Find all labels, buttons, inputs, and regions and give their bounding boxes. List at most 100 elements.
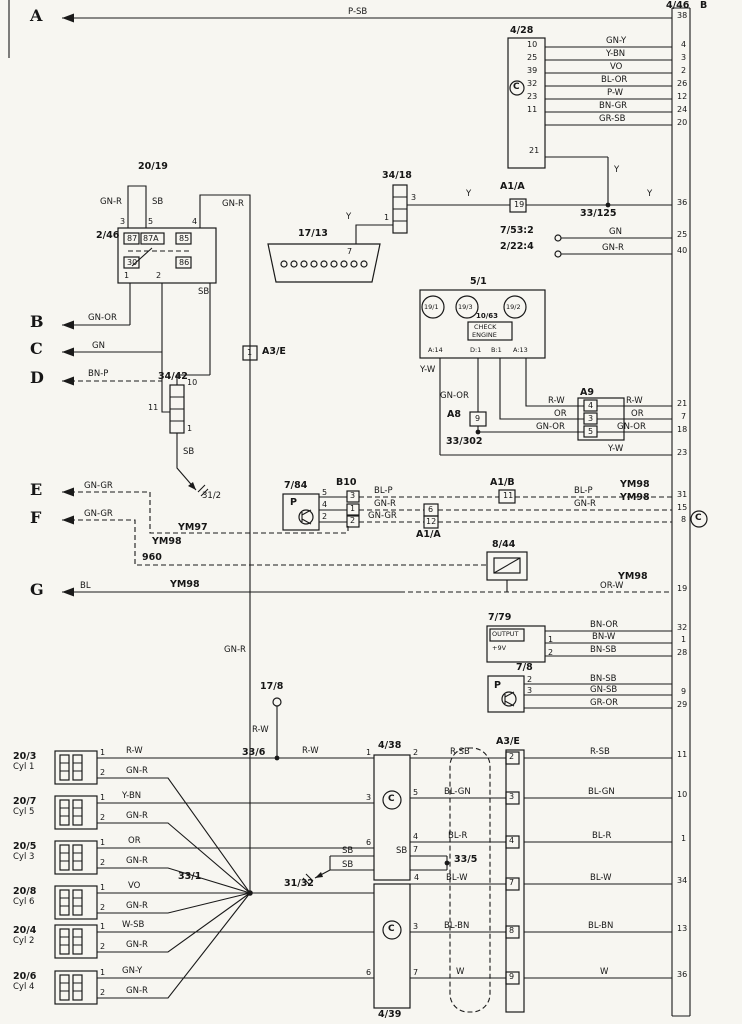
label-11-76: 11 [148,403,159,412]
label-10-63-84: 10/63 [476,312,499,320]
label-vo-189: VO [128,881,141,891]
label-a-13-90: A:13 [513,346,528,354]
label-c-209: C [388,794,395,804]
label-2-150: 2 [548,648,554,657]
label-bl-r-243: BL-R [592,831,612,841]
label-bl-gn-242: BL-GN [588,787,615,797]
component-7-84 [282,493,320,531]
wires-misc [62,496,508,758]
label-25-53: 25 [677,230,688,239]
splice-33-125 [605,202,611,208]
label-4-27: 4 [681,40,687,49]
label-5-214: 5 [413,788,419,797]
label-f-5: F [30,508,42,527]
splice-33-6 [274,755,280,761]
component-4-28 [507,37,546,169]
connector-a9 [577,397,625,441]
label-c-2: C [30,339,43,358]
label-4-224: 4 [414,873,420,882]
label-a1-b-131: A1/B [490,477,515,488]
label-2-29: 2 [681,66,687,75]
label-gn-sb-162: GN-SB [590,685,618,695]
label-19-3-82: 19/3 [458,303,473,311]
label-gn-or-92: GN-OR [440,391,469,401]
label-sb-218: SB [342,860,354,870]
label-30-64: 30 [127,258,138,267]
label-10-248: 10 [677,790,688,799]
label-4-215: 4 [413,832,419,841]
bus-4-46 [8,0,691,1017]
connector-bar-hatches [60,762,82,992]
component-4-39 [373,883,411,1009]
label-r-w-167: R-W [252,725,269,735]
label-6-128: 6 [428,505,434,514]
transistor-symbols [301,509,515,707]
label-3-28: 3 [681,53,687,62]
label-w-246: W [600,967,609,977]
connector-17-13 [267,243,381,283]
label-3-230: 3 [509,792,515,801]
label-4-231: 4 [509,836,515,845]
label-28-156: 28 [677,648,688,657]
connector-a1a-19 [509,198,527,213]
wires-cylinders [97,757,374,999]
label-bn-sb-161: BN-SB [590,674,617,684]
label-check-85: CHECK [474,323,497,331]
label-b-1: B [30,312,44,331]
label-2-213: 2 [413,748,419,757]
label-r-sb-235: R-SB [450,747,470,757]
label-a3-e-73: A3/E [262,346,286,357]
label-w-240: W [456,967,465,977]
8-44-inner-diagonal [493,557,521,574]
label-2-206: 2 [100,988,106,997]
component-2-46-relay [117,227,217,284]
component-8-44 [486,551,528,581]
label-y-47: Y [647,189,653,199]
splice-33-302 [475,429,481,435]
label-y-w-91: Y-W [420,365,436,375]
label-gr-sb-26: GR-SB [599,114,626,124]
label-e-4: E [30,480,43,499]
label-bl-or-23: BL-OR [601,75,628,85]
label-7-84-116: 7/84 [284,480,308,491]
label-19-45: 19 [514,200,525,209]
label-5-59: 5 [148,217,154,226]
label-or-w-143: OR-W [600,581,624,591]
check-engine-lamp [467,321,513,341]
label-ym98-144: YM98 [618,571,648,582]
label-gn-r-172: GN-R [126,766,148,776]
ground-31-2 [188,482,196,490]
label-gn-r-126: GN-R [374,499,396,509]
label-15-138: 15 [677,503,688,512]
label-3-58: 3 [120,217,126,226]
label-c-253: C [695,513,702,523]
label-gn-gr-111: GN-GR [84,481,113,491]
label-2-182: 2 [100,813,106,822]
label-20-19-35: 20/19 [138,161,168,172]
label-4-120: 4 [322,500,328,509]
label-gn-r-36: GN-R [100,197,122,207]
label-gn-or-105: GN-OR [617,422,646,432]
label-y-w-109: Y-W [608,444,624,454]
component-7-8 [487,675,525,713]
label-21-106: 21 [677,399,688,408]
label-cyl-3-186: Cyl 3 [13,852,35,862]
label-8-233: 8 [509,926,515,935]
label-10-75: 10 [187,378,198,387]
label-ym98-134: YM98 [620,479,650,490]
label-2-176: 2 [100,768,106,777]
label-31-137: 31 [677,490,688,499]
label-ym98-136: YM98 [620,492,650,503]
label-1-205: 1 [100,968,106,977]
connector-20-5 [54,840,98,875]
label-ym97-113: YM97 [178,522,208,533]
label-19-1-81: 19/1 [424,303,439,311]
connector-20-6 [54,970,98,1005]
label-7-107: 7 [681,412,687,421]
label-gn-gr-127: GN-GR [368,511,397,521]
label-d-1-88: D:1 [470,346,482,354]
label-20-6-203: 20/6 [13,971,37,982]
label-gn-70: GN [92,341,105,351]
label-960-115: 960 [142,552,162,563]
